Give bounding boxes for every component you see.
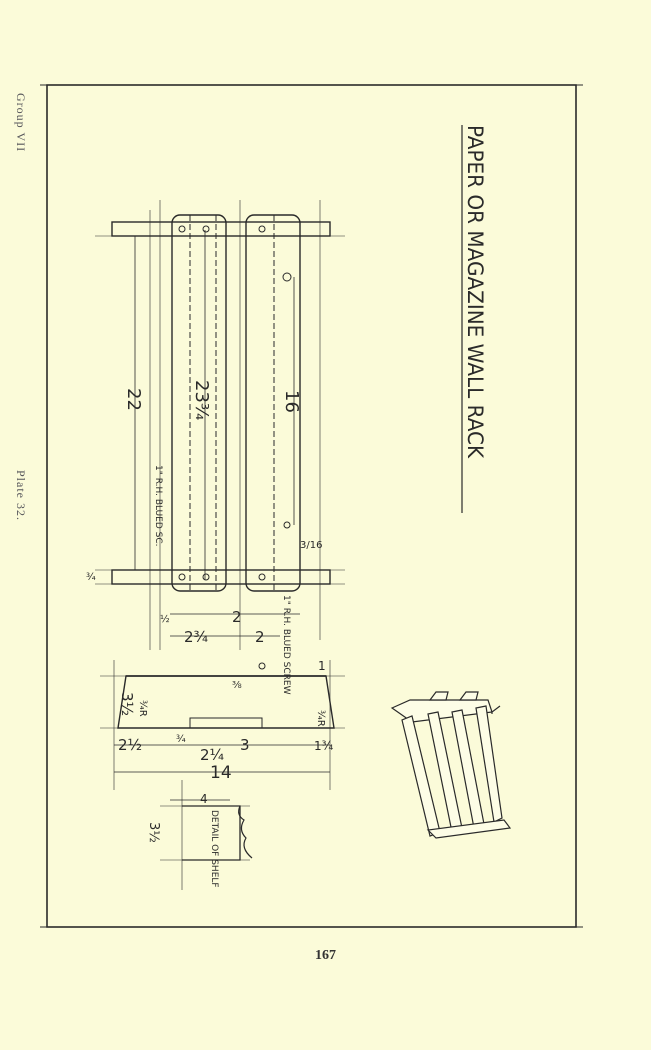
shelf-detail xyxy=(160,780,253,890)
dim-14: 14 xyxy=(210,763,232,783)
dim-3-8: ⅜ xyxy=(232,680,242,691)
radius-note-1: ¾R xyxy=(137,700,148,717)
dim-3-1-2-detail: 3½ xyxy=(146,822,161,843)
shelf-profile xyxy=(117,675,335,729)
dim-3-16: 3/16 xyxy=(300,540,322,551)
radius-note-2: ¾R xyxy=(315,710,326,727)
dim-2-1-4: 2¼ xyxy=(200,746,225,764)
page-number: 167 xyxy=(315,948,336,963)
shelf-cutout xyxy=(189,717,263,729)
dim-1-2: ½ xyxy=(160,613,170,625)
slat-1 xyxy=(171,214,227,592)
title-text: PAPER OR MAGAZINE WALL RACK xyxy=(463,125,488,459)
top-rail xyxy=(111,221,331,237)
dim-1-3-4: 1¾ xyxy=(314,739,334,753)
dim-3: 3 xyxy=(240,736,250,754)
dim-2-3-4: 2¾ xyxy=(184,628,209,646)
dim-22: 22 xyxy=(123,388,144,411)
slat-2 xyxy=(245,214,301,592)
isometric-view xyxy=(390,691,512,839)
front-view xyxy=(95,200,345,650)
bottom-rail xyxy=(111,569,331,585)
dim-2-a: 2 xyxy=(232,608,242,626)
note-screw-1: 1" R.H. BLUED SC. xyxy=(153,465,163,547)
dim-3-4-a: ¾ xyxy=(86,572,96,583)
dim-23-3-4: 23¾ xyxy=(191,380,212,420)
dim-1: 1 xyxy=(318,659,326,673)
dim-4: 4 xyxy=(200,792,208,806)
dim-3-4-b: ¾ xyxy=(176,734,186,745)
note-detail: DETAIL OF SHELF xyxy=(209,810,219,888)
dim-16: 16 xyxy=(281,390,302,413)
dim-2-1-2: 2½ xyxy=(118,736,142,754)
dim-2-b: 2 xyxy=(255,628,265,646)
drawing-title: PAPER OR MAGAZINE WALL RACK xyxy=(461,125,488,513)
end-view xyxy=(100,660,345,790)
dim-3-1-2: 3½ xyxy=(118,692,136,716)
note-screw-2: 1" R.H. BLUED SCREW xyxy=(281,595,291,695)
